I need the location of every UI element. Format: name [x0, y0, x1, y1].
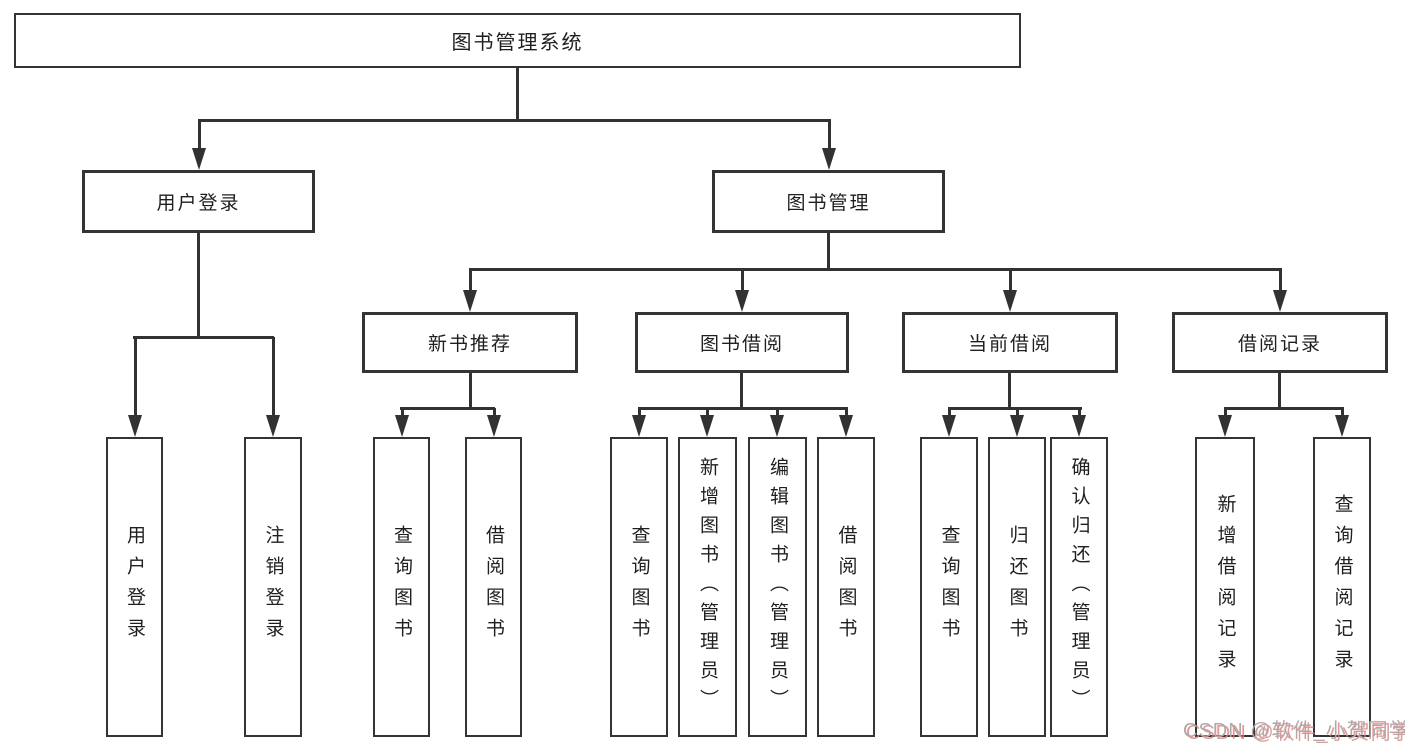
leaf-query-borrow-record: 查询借阅记录	[1313, 437, 1371, 737]
node-user-login: 用户登录	[82, 170, 315, 233]
leaf-confirm-return-admin: 确认归还（管理员）	[1050, 437, 1108, 737]
leaf-add-borrow-record: 新增借阅记录	[1195, 437, 1255, 737]
leaf-query-books-2: 查询图书	[610, 437, 668, 737]
node-book-management: 图书管理	[712, 170, 945, 233]
leaf-logout: 注销登录	[244, 437, 302, 737]
leaf-query-books-3: 查询图书	[920, 437, 978, 737]
node-new-book-recommend: 新书推荐	[362, 312, 578, 373]
node-borrow-records: 借阅记录	[1172, 312, 1388, 373]
edge-root-stem	[516, 68, 519, 121]
leaf-query-books-1: 查询图书	[373, 437, 430, 737]
leaf-add-book-admin: 新增图书（管理员）	[678, 437, 737, 737]
arrow-to-current-borrowing-icon	[1003, 269, 1017, 312]
arrow-to-new-book-recommend-icon	[463, 269, 477, 312]
arrow-to-leaf-query-books-2-icon	[632, 408, 646, 437]
arrow-to-leaf-return-book-icon	[1010, 408, 1024, 437]
leaf-borrow-books-1: 借阅图书	[465, 437, 522, 737]
arrow-to-leaf-borrow-books-2-icon	[839, 408, 853, 437]
edge-book-management-rail	[469, 268, 1282, 271]
arrow-to-book-management-icon	[822, 120, 836, 170]
arrow-to-leaf-logout-icon	[266, 337, 280, 437]
edge-book-management-stem	[827, 233, 830, 270]
edge-root-rail	[198, 119, 831, 122]
edge-borrow-records-rail	[1224, 407, 1344, 410]
arrow-to-leaf-query-borrow-record-icon	[1335, 408, 1349, 437]
edge-user-login-stem	[197, 233, 200, 336]
arrow-to-leaf-add-borrow-record-icon	[1218, 408, 1232, 437]
edge-new-book-recommend-stem	[469, 373, 472, 408]
edge-user-login-rail	[133, 336, 274, 339]
csdn-watermark: CSDN @软件_小贺同学	[1183, 720, 1405, 742]
edge-borrow-records-stem	[1278, 373, 1281, 408]
node-current-borrowing: 当前借阅	[902, 312, 1118, 373]
leaf-borrow-books-2: 借阅图书	[817, 437, 875, 737]
arrow-to-leaf-add-book-icon	[700, 408, 714, 437]
node-library-management-system: 图书管理系统	[14, 13, 1021, 68]
arrow-to-leaf-borrow-books-1-icon	[487, 408, 501, 437]
edge-current-borrowing-rail	[948, 407, 1082, 410]
arrow-to-borrow-records-icon	[1273, 269, 1287, 312]
leaf-edit-book-admin: 编辑图书（管理员）	[748, 437, 807, 737]
arrow-to-leaf-user-login-icon	[128, 337, 142, 437]
arrow-to-user-login-icon	[192, 120, 206, 170]
node-book-borrowing: 图书借阅	[635, 312, 849, 373]
edge-book-borrowing-stem	[740, 373, 743, 408]
arrow-to-leaf-edit-book-icon	[770, 408, 784, 437]
arrow-to-leaf-query-books-3-icon	[942, 408, 956, 437]
edge-current-borrowing-stem	[1008, 373, 1011, 408]
arrow-to-leaf-confirm-return-icon	[1072, 408, 1086, 437]
edge-new-book-recommend-rail	[400, 407, 495, 410]
arrow-to-book-borrowing-icon	[735, 269, 749, 312]
leaf-return-book: 归还图书	[988, 437, 1046, 737]
edge-book-borrowing-rail	[638, 407, 848, 410]
leaf-user-login: 用户登录	[106, 437, 163, 737]
arrow-to-leaf-query-books-1-icon	[395, 408, 409, 437]
